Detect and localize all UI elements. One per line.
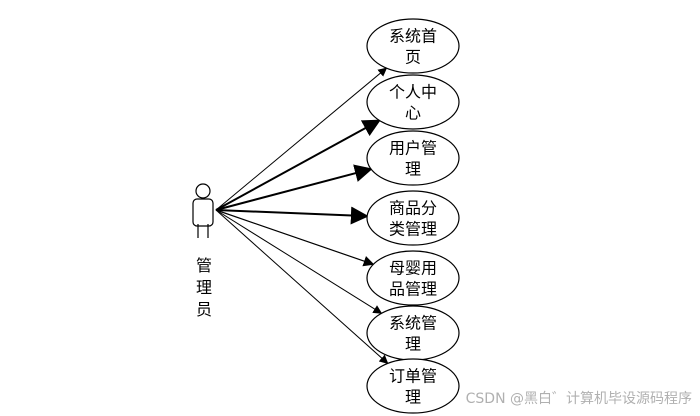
association-arrow-orders xyxy=(215,209,389,365)
actor-label-char-3: 员 xyxy=(196,300,212,319)
use-case-label-line: 页 xyxy=(405,48,421,67)
association-arrow-system xyxy=(215,209,383,314)
use-case-ellipse xyxy=(366,190,460,246)
association-arrow-home xyxy=(215,67,388,211)
use-case-label-line: 母婴用 xyxy=(389,259,437,278)
use-case-ellipse xyxy=(366,250,460,306)
watermark-text: CSDN @黑白゛计算机毕设源码程序 xyxy=(466,391,692,407)
use-case-label-line: 系统管 xyxy=(389,314,437,333)
use-case-label-line: 理 xyxy=(405,335,421,354)
use-case-label-line: 品管理 xyxy=(389,280,437,299)
use-case-ellipse xyxy=(366,130,460,186)
association-arrows xyxy=(215,67,389,365)
actor-head xyxy=(195,183,211,199)
association-arrow-baby xyxy=(215,209,375,267)
actor-label-char-1: 管 xyxy=(196,256,212,275)
use-case-label-line: 理 xyxy=(405,388,421,407)
use-case-label-line: 类管理 xyxy=(389,220,437,239)
use-case-label-line: 心 xyxy=(405,104,421,123)
use-case-label-line: 系统首 xyxy=(389,27,437,46)
association-arrow-category xyxy=(215,206,369,225)
use-case-label-line: 个人中 xyxy=(389,83,437,102)
actor-admin: 管 理 员 xyxy=(192,183,214,319)
association-arrow-personal xyxy=(215,119,381,211)
use-case-ellipse xyxy=(366,358,460,414)
use-case-label-line: 理 xyxy=(405,160,421,179)
actor-label-char-2: 理 xyxy=(196,278,212,297)
actor-body xyxy=(192,198,214,227)
association-arrow-users xyxy=(215,164,373,211)
use-case-label-line: 订单管 xyxy=(389,367,437,386)
use-case-label-line: 用户管 xyxy=(389,139,437,158)
use-case-label-line: 商品分 xyxy=(389,199,437,218)
use-case-ellipse xyxy=(366,74,460,130)
use-case-ellipse xyxy=(366,18,460,74)
